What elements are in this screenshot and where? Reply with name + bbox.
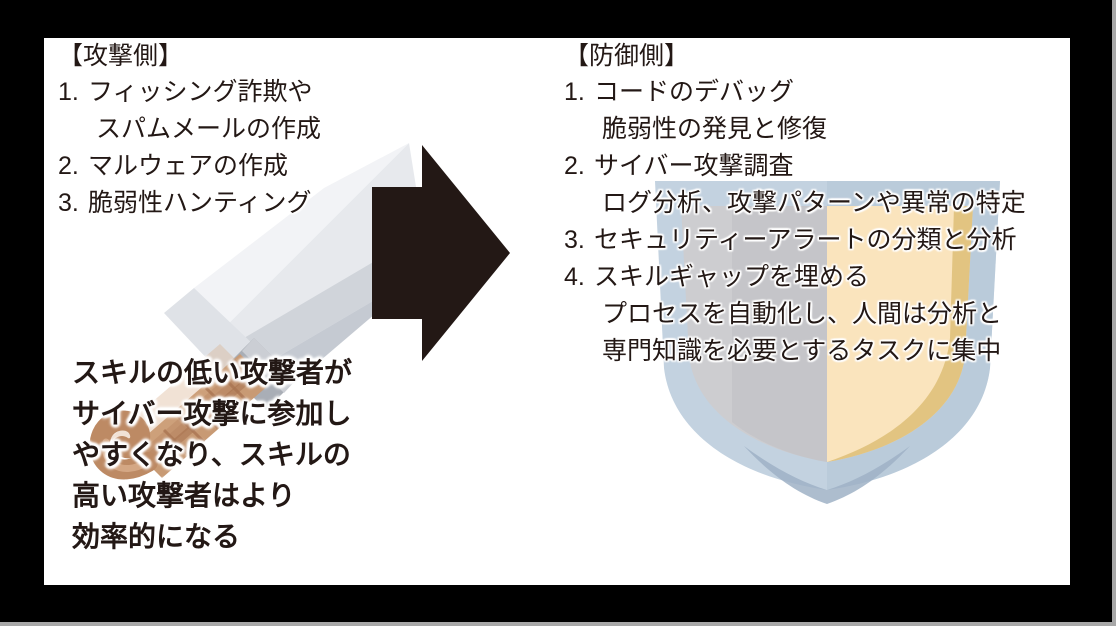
list-item-number: 4. [564, 263, 585, 291]
list-item-subtext: 専門知識を必要とするタスクに集中 [602, 337, 1002, 365]
list-item-text: コードのデバッグ [594, 78, 795, 106]
list-item-text: セキュリティーアラートの分類と分析 [594, 226, 1017, 254]
list-item: 3. セキュリティーアラートの分類と分析 [564, 222, 1070, 259]
attacker-heading: 【攻撃側】 [58, 42, 184, 70]
list-item-text: スキルギャップを埋める [594, 263, 870, 291]
list-item-text: 脆弱性ハンティング [88, 189, 312, 217]
list-item-number: 1. [58, 78, 79, 106]
list-item: 1. コードのデバッグ 脆弱性の発見と修復 [564, 74, 1070, 148]
list-item-subtext: ログ分析、攻撃パターンや異常の特定 [602, 189, 1026, 217]
attacker-summary-line: やすくなり、スキルの [72, 439, 351, 470]
list-item-text: フィッシング詐欺や [88, 78, 313, 106]
list-item-subtext: プロセスを自動化し、人間は分析と [602, 300, 1003, 328]
list-item-number: 2. [58, 152, 79, 180]
list-item: 4. スキルギャップを埋める プロセスを自動化し、人間は分析と 専門知識を必要と… [564, 259, 1070, 370]
edge-trim-bottom [0, 622, 1116, 626]
list-item: 2. サイバー攻撃調査 ログ分析、攻撃パターンや異常の特定 [564, 148, 1070, 222]
list-item-number: 2. [564, 152, 585, 180]
list-item-text: サイバー攻撃調査 [594, 152, 794, 180]
attacker-summary-line: 高い攻撃者はより [72, 480, 296, 511]
defender-item-list: 1. コードのデバッグ 脆弱性の発見と修復 2. サイバー攻撃調査 ログ分析、攻… [564, 74, 1070, 370]
list-item-number: 3. [564, 226, 585, 254]
slide-canvas: 【攻撃側】 1. フィッシング詐欺や スパムメールの作成 2. マルウェアの作成… [44, 38, 1070, 585]
list-item: 2. マルウェアの作成 [58, 148, 458, 185]
list-item-number: 3. [58, 189, 79, 217]
attacker-summary-line: スキルの低い攻撃者が [72, 357, 353, 388]
defender-column: 【防御側】 1. コードのデバッグ 脆弱性の発見と修復 2. サイバー攻撃調査 … [564, 38, 1070, 370]
attacker-summary: スキルの低い攻撃者が サイバー攻撃に参加し やすくなり、スキルの 高い攻撃者はよ… [72, 352, 352, 557]
list-item: 1. フィッシング詐欺や スパムメールの作成 [58, 74, 458, 148]
list-item-subtext: スパムメールの作成 [96, 115, 322, 143]
list-item-text: マルウェアの作成 [88, 152, 289, 180]
list-item-number: 1. [564, 78, 585, 106]
list-item-subtext: 脆弱性の発見と修復 [602, 115, 828, 143]
attacker-item-list: 1. フィッシング詐欺や スパムメールの作成 2. マルウェアの作成 3. 脆弱… [58, 74, 458, 222]
edge-trim-right [1112, 0, 1116, 626]
attacker-column: 【攻撃側】 1. フィッシング詐欺や スパムメールの作成 2. マルウェアの作成… [58, 38, 458, 552]
text-layer: 【攻撃側】 1. フィッシング詐欺や スパムメールの作成 2. マルウェアの作成… [44, 38, 1070, 585]
defender-heading: 【防御側】 [564, 42, 690, 70]
attacker-summary-line: サイバー攻撃に参加し [72, 398, 352, 429]
attacker-summary-line: 効率的になる [72, 521, 241, 552]
list-item: 3. 脆弱性ハンティング [58, 185, 458, 222]
